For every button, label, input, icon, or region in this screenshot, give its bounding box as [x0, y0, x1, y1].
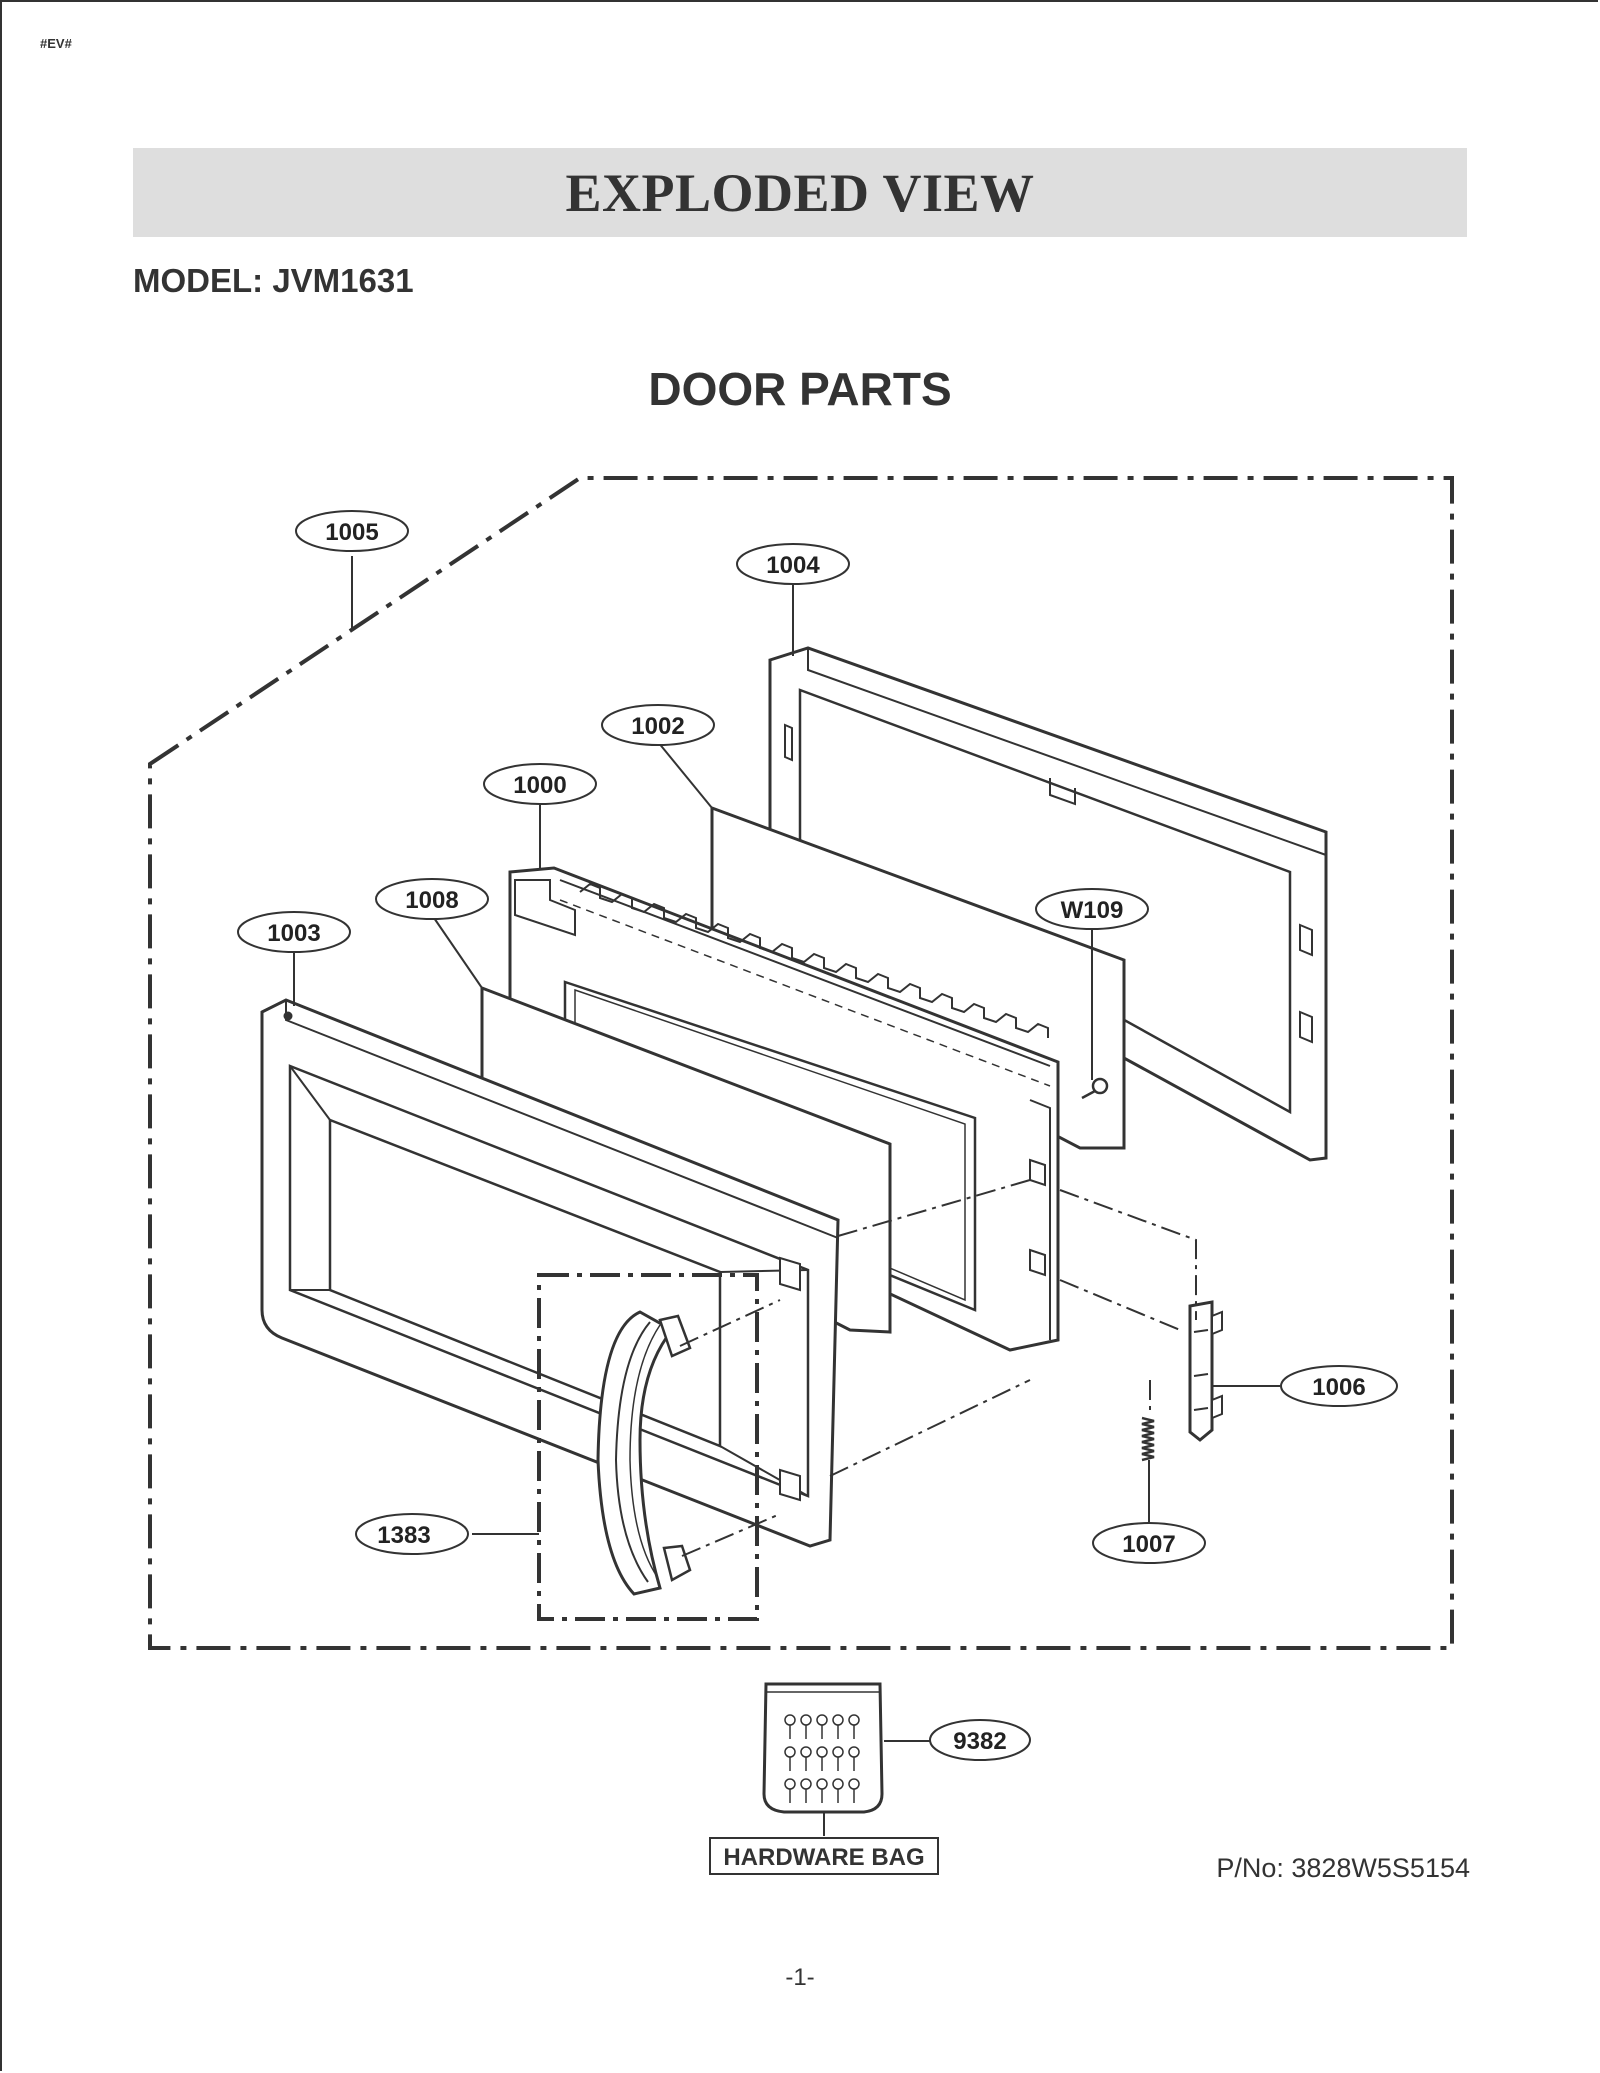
model-label: MODEL: JVM1631 [133, 262, 414, 299]
callout-1383-label: 1383 [377, 1522, 430, 1549]
assembly-guide-lines [679, 1179, 1197, 1557]
choke-teeth [579, 882, 1049, 1038]
page-title: EXPLODED VIEW [565, 162, 1035, 223]
callout-w109: W109 [1035, 888, 1149, 930]
part-1383-handle-box [537, 1273, 759, 1621]
callout-1008: 1008 [375, 878, 489, 920]
callout-1003: 1003 [237, 911, 351, 953]
callout-1007: 1007 [1092, 1522, 1206, 1564]
part-number: P/No: 3828W5S5154 [1216, 1853, 1470, 1883]
callout-9382: 9382 [929, 1719, 1031, 1761]
part-1006-latch [1188, 1300, 1223, 1442]
hardware-screws [784, 1714, 860, 1803]
callout-w109-label: W109 [1061, 897, 1124, 924]
callout-1000: 1000 [483, 763, 597, 805]
callout-1005: 1005 [295, 510, 409, 552]
hardware-bag-label: HARDWARE BAG [723, 1844, 924, 1871]
callout-9382-label: 9382 [953, 1728, 1006, 1755]
callout-1004: 1004 [736, 543, 850, 585]
section-title: DOOR PARTS [648, 363, 952, 415]
document-tag: #EV# [40, 36, 72, 51]
callout-1000-label: 1000 [513, 772, 566, 799]
part-1007-spring [1141, 1416, 1155, 1462]
callout-1006: 1006 [1280, 1365, 1398, 1407]
callout-1002: 1002 [601, 704, 715, 746]
callout-1383: 1383 [355, 1513, 469, 1555]
page-number: -1- [785, 1964, 815, 1991]
leader-lines [293, 556, 1280, 1836]
title-banner: EXPLODED VIEW [133, 148, 1467, 237]
callout-1005-label: 1005 [325, 519, 378, 546]
callout-1004-label: 1004 [766, 552, 820, 579]
hardware-bag-label-box: HARDWARE BAG [709, 1837, 939, 1875]
assembly-boundary [148, 476, 1454, 1650]
part-w109-screw [1081, 1077, 1109, 1100]
callout-1008-label: 1008 [405, 887, 458, 914]
callout-1006-label: 1006 [1312, 1374, 1365, 1401]
callout-1002-label: 1002 [631, 713, 684, 740]
callout-1007-label: 1007 [1122, 1531, 1175, 1558]
callout-1003-label: 1003 [267, 920, 320, 947]
